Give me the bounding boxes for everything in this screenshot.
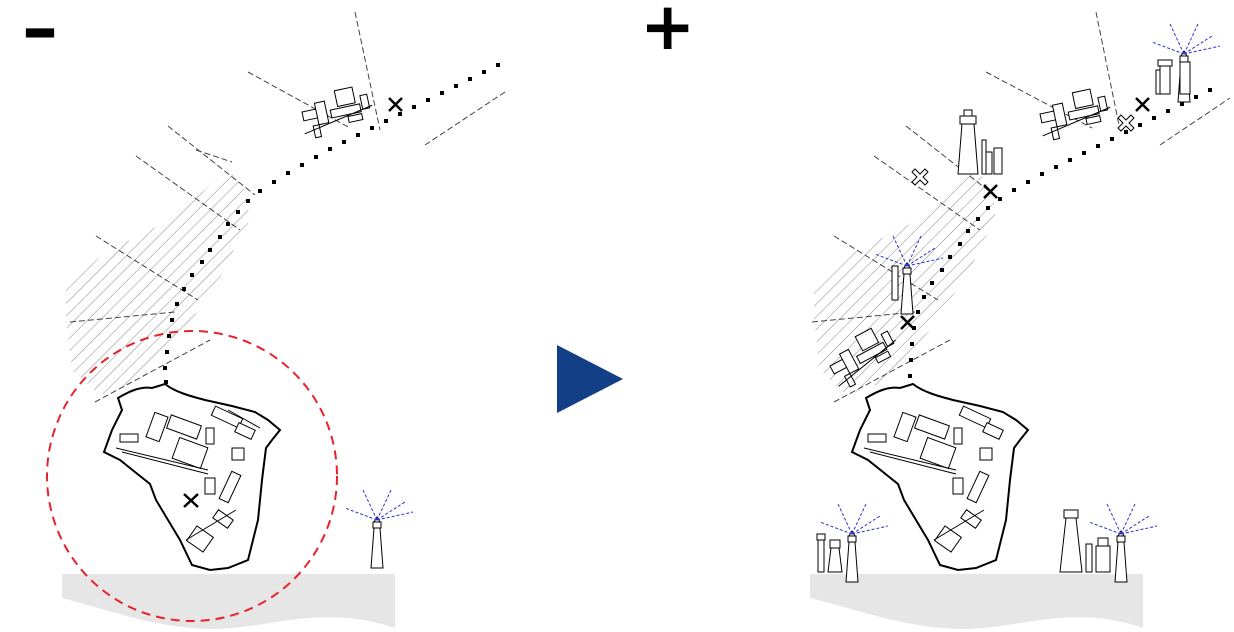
x-mark-icon (1135, 97, 1150, 112)
coastal-buildings (296, 83, 377, 141)
range-lines (811, 11, 1231, 403)
after-scene (810, 11, 1231, 629)
tank-towers (816, 61, 1191, 573)
coastline (62, 574, 395, 629)
coastline (810, 574, 1143, 629)
x-mark-outline-icon (911, 168, 929, 186)
hazard-zone (66, 168, 250, 395)
x-mark-icon (900, 315, 915, 330)
minus-sign: – (22, 0, 58, 70)
island (102, 382, 282, 572)
highlight-circle (46, 330, 338, 622)
lighthouse-icon (344, 489, 414, 569)
x-mark-icon (388, 97, 403, 112)
shipping-route (908, 88, 1212, 422)
coastal-buildings (1034, 85, 1115, 143)
island (850, 382, 1030, 572)
plus-sign: + (640, 0, 696, 65)
play-triangle-icon (557, 345, 623, 413)
x-mark-outline-icon (1117, 114, 1135, 132)
range-lines (69, 11, 506, 403)
x-mark-icon (983, 184, 998, 199)
x-mark-icon (183, 493, 199, 508)
tank-towers (957, 59, 1173, 175)
before-scene (46, 11, 506, 629)
